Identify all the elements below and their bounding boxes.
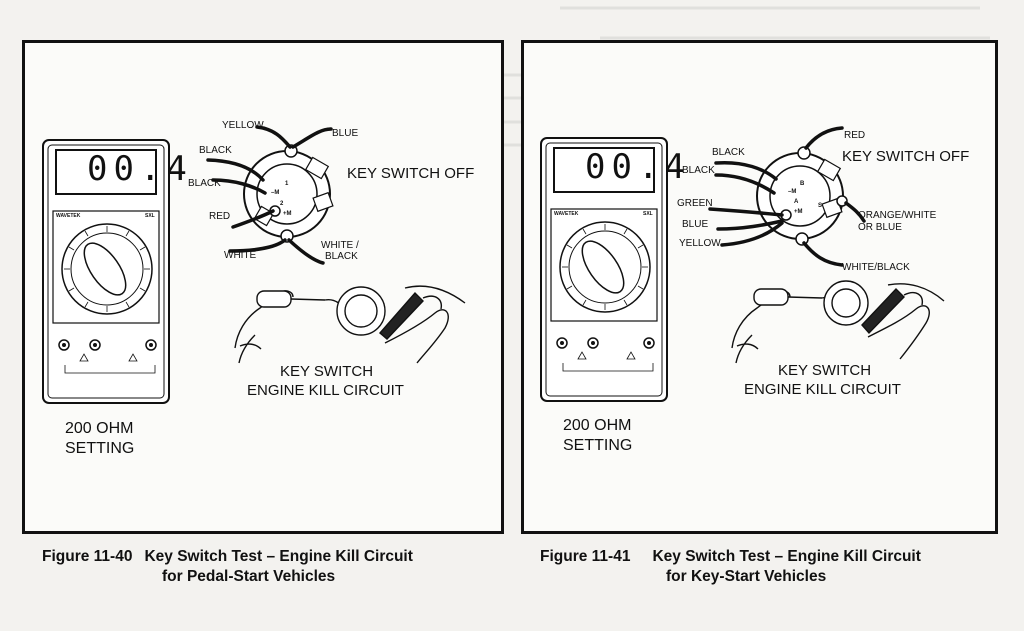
figure-number: Figure 11-40 bbox=[42, 548, 133, 565]
setting-label-line1: 200 OHM bbox=[65, 420, 134, 437]
switch-wires bbox=[206, 125, 333, 265]
multimeter bbox=[42, 139, 170, 404]
wire-label-white-black: WHITE/BLACK bbox=[842, 262, 910, 273]
caption-right: Figure 11-41 Key Switch Test – Engine Kil… bbox=[540, 547, 921, 587]
figure-11-41-panel: 00.4 WAVETEK SXL RED BLACK BLACK GREEN B… bbox=[521, 40, 998, 534]
multimeter bbox=[540, 137, 668, 402]
circuit-label-line2: ENGINE KILL CIRCUIT bbox=[744, 381, 901, 398]
wire-label-green: GREEN bbox=[677, 198, 713, 209]
pedal-start-diagram bbox=[42, 125, 466, 404]
meter-brand: WAVETEK bbox=[56, 213, 81, 219]
wire-label-black-1: BLACK bbox=[712, 147, 745, 158]
caption-title-line2: for Key-Start Vehicles bbox=[666, 568, 827, 585]
setting-label-line2: SETTING bbox=[65, 440, 135, 457]
meter-brand: WAVETEK bbox=[554, 211, 579, 217]
wire-label-blue: BLUE bbox=[332, 128, 359, 139]
terminal-a: A bbox=[794, 199, 799, 205]
terminal-b: B bbox=[800, 181, 805, 187]
key-start-diagram bbox=[540, 126, 945, 402]
setting-label-line2: SETTING bbox=[563, 437, 633, 454]
wire-label-orange-white-1: ORANGE/WHITE bbox=[858, 210, 937, 221]
wire-label-black-2: BLACK bbox=[188, 178, 221, 189]
terminal-plus-m: +M bbox=[794, 209, 803, 215]
meter-model: SXL bbox=[643, 211, 653, 217]
wire-label-red: RED bbox=[844, 130, 866, 141]
wire-label-white-black-2: BLACK bbox=[325, 251, 358, 262]
wire-label-yellow: YELLOW bbox=[679, 238, 721, 249]
key-switch-connector bbox=[756, 146, 848, 246]
meter-display: 00.4 bbox=[87, 149, 193, 189]
wire-label-black-2: BLACK bbox=[682, 165, 715, 176]
caption-title-line1: Key Switch Test – Engine Kill Circuit bbox=[652, 548, 921, 565]
switch-wires bbox=[708, 126, 866, 267]
figure-number: Figure 11-41 bbox=[540, 548, 631, 565]
probe-hands bbox=[731, 280, 945, 364]
wire-label-white: WHITE bbox=[224, 250, 257, 261]
wire-label-blue: BLUE bbox=[682, 219, 709, 230]
circuit-label-line1: KEY SWITCH bbox=[778, 362, 872, 379]
wire-label-red: RED bbox=[209, 211, 231, 222]
caption-title-line1: Key Switch Test – Engine Kill Circuit bbox=[144, 548, 413, 565]
terminal-minus-m: –M bbox=[271, 190, 280, 196]
key-switch-connector bbox=[243, 144, 334, 243]
terminal-plus-m: +M bbox=[283, 211, 292, 217]
terminal-2: 2 bbox=[280, 201, 284, 207]
wire-label-black-1: BLACK bbox=[199, 145, 232, 156]
caption-left: Figure 11-40 Key Switch Test – Engine Kil… bbox=[42, 547, 413, 587]
switch-state-label: KEY SWITCH OFF bbox=[842, 148, 970, 165]
setting-label-line1: 200 OHM bbox=[563, 417, 632, 434]
terminal-s: S bbox=[818, 203, 823, 209]
meter-model: SXL bbox=[145, 213, 155, 219]
meter-display: 00.4 bbox=[585, 147, 691, 187]
wire-label-orange-white-2: OR BLUE bbox=[858, 222, 902, 233]
wire-label-yellow: YELLOW bbox=[222, 120, 264, 131]
switch-state-label: KEY SWITCH OFF bbox=[347, 165, 475, 182]
terminal-minus-m: –M bbox=[788, 189, 797, 195]
figure-11-40-panel: 00.4 WAVETEK SXL YELLOW BLUE BLACK BLACK… bbox=[22, 40, 504, 534]
circuit-label-line2: ENGINE KILL CIRCUIT bbox=[247, 382, 404, 399]
terminal-1: 1 bbox=[285, 181, 289, 187]
wire-label-white-black-1: WHITE / bbox=[321, 240, 359, 251]
caption-title-line2: for Pedal-Start Vehicles bbox=[162, 568, 336, 585]
probe-hands bbox=[234, 285, 466, 364]
circuit-label-line1: KEY SWITCH bbox=[280, 363, 374, 380]
